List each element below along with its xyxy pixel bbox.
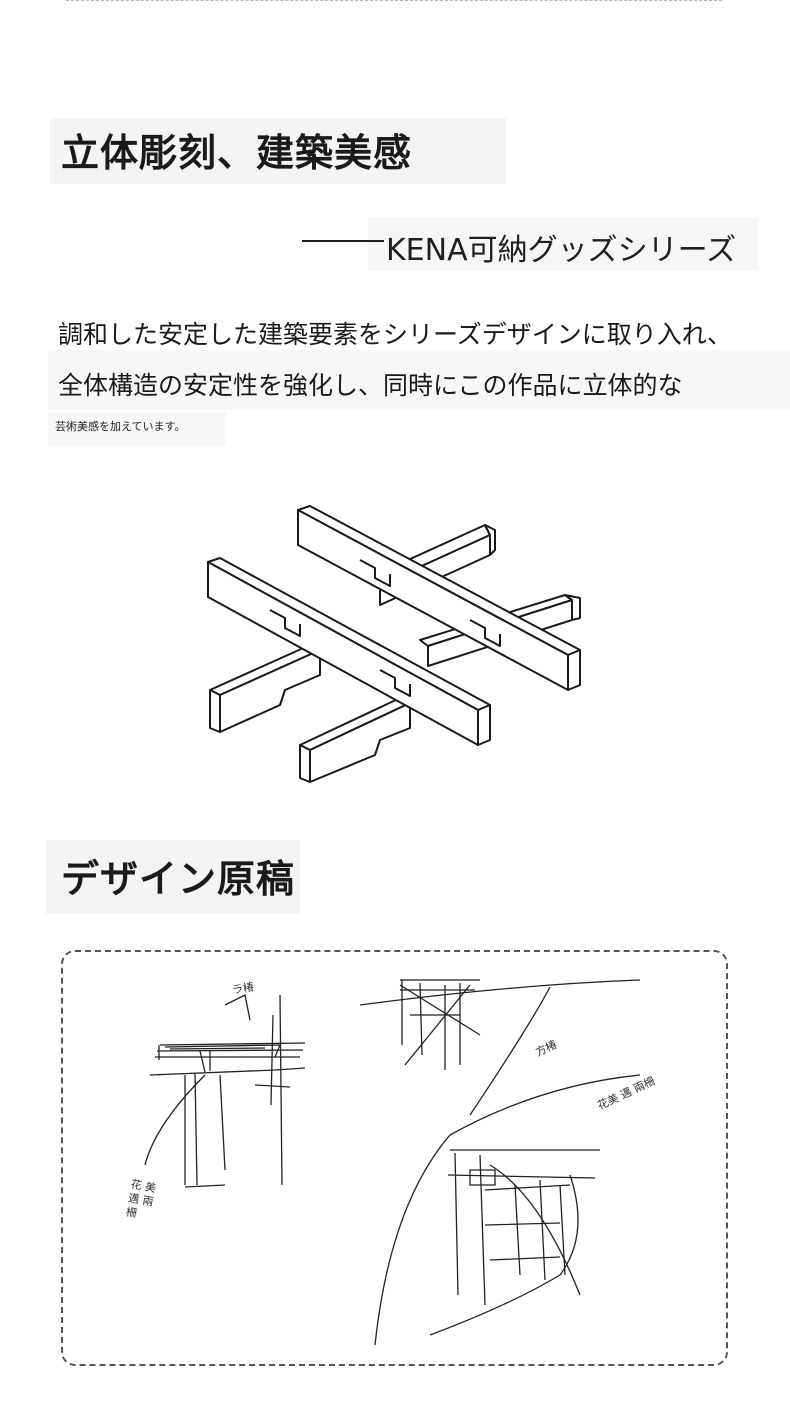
section-title-background: [50, 118, 506, 184]
paragraph-line-1: 調和した安定した建築要素をシリーズデザインに取り入れ、: [58, 320, 733, 349]
beam-lower-long: [207, 557, 491, 746]
beam-cross-bottom: [299, 697, 411, 783]
paragraph-line-2: 全体構造の安定性を強化し、同時にこの作品に立体的な: [58, 371, 683, 400]
sketch-right: [360, 979, 641, 1345]
subtitle-background: [368, 218, 758, 270]
small-note-background: [48, 412, 226, 446]
small-note: 芸術美感を加えています。: [55, 420, 186, 433]
section-title: 立体彫刻、建築美感: [61, 131, 413, 175]
top-dashed-divider: [66, 0, 722, 1]
paragraph-background: [48, 350, 790, 410]
beam-cross-lower-left: [209, 644, 321, 733]
design-sketch-frame: [61, 950, 728, 1366]
section2-title-background: [46, 840, 300, 914]
subtitle: KENA可納グッズシリーズ: [386, 233, 737, 268]
section2-title: デザイン原稿: [61, 857, 296, 901]
beam-upper-long: [297, 505, 581, 691]
sketch-left: [144, 994, 306, 1188]
subtitle-dash-line: [302, 240, 384, 242]
interlocking-beams-illustration: [207, 505, 581, 783]
